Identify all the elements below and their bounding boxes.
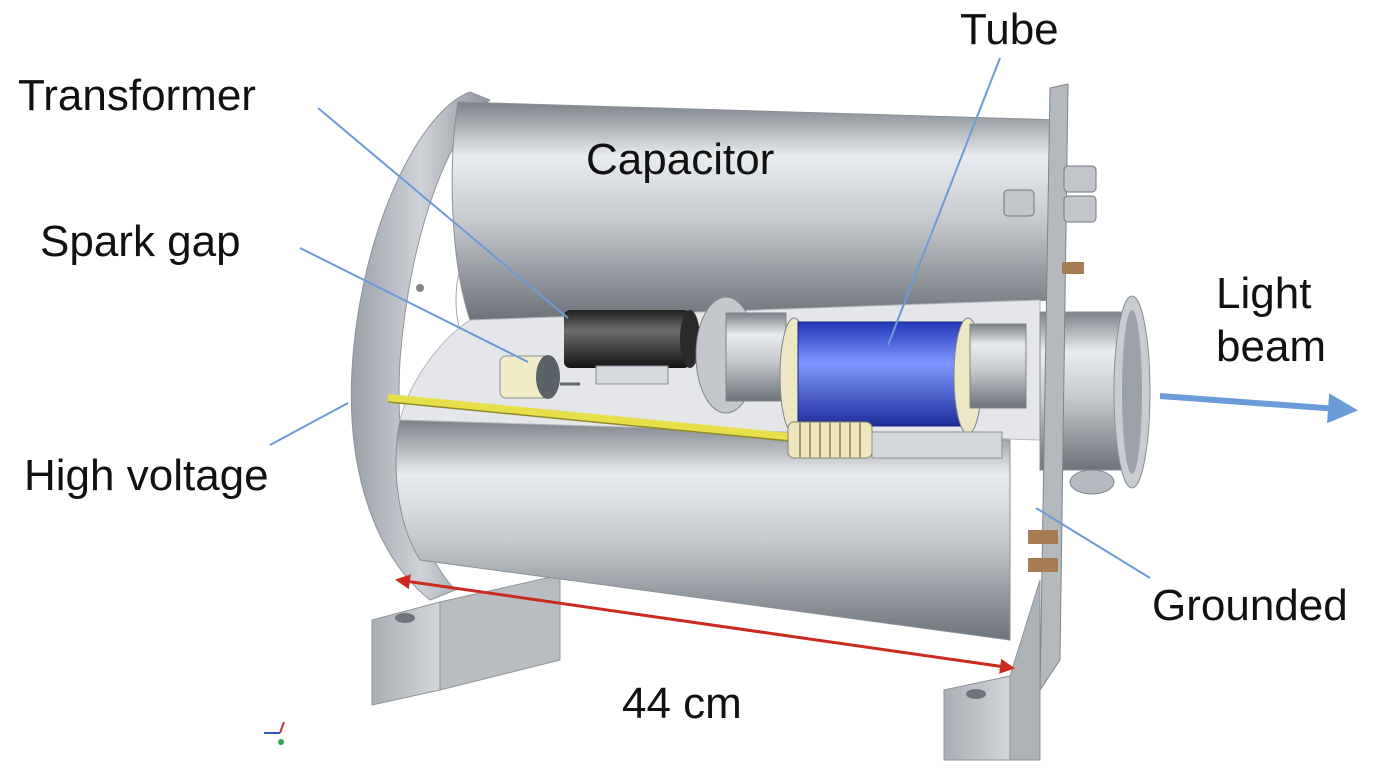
transformer-body	[564, 310, 690, 368]
label-tube: Tube	[960, 5, 1059, 54]
transformer	[564, 310, 700, 385]
label-high-voltage: High voltage	[24, 451, 269, 500]
right-base-saddle	[1009, 579, 1041, 761]
spark-gap-cap	[536, 355, 560, 399]
plate-bolt-hole	[416, 284, 424, 292]
tube-leader	[887, 57, 1001, 346]
light-beam-arrow	[1159, 393, 1358, 424]
label-light-beam: Light beam	[1216, 269, 1327, 371]
leader-lines	[269, 57, 1151, 579]
yellow-rod-edge	[387, 401, 801, 443]
right-base-hole	[966, 689, 986, 699]
spark-gap	[499, 355, 580, 399]
exit-side-fitting	[1069, 469, 1115, 495]
axis-triad-icon	[264, 721, 285, 745]
label-length: 44 cm	[622, 679, 742, 728]
spark-gap-leader	[299, 247, 529, 363]
label-transformer: Transformer	[18, 71, 256, 120]
label-spark-gap: Spark gap	[40, 217, 241, 266]
label-capacitor: Capacitor	[586, 135, 775, 184]
discharge-tube	[797, 321, 969, 427]
grounded-leader	[1035, 507, 1151, 579]
transformer-mount	[595, 365, 669, 385]
left-base-saddle	[439, 574, 561, 691]
tube-assembly	[695, 296, 1027, 435]
rod-sleeve	[871, 431, 1003, 459]
right-tube-collar	[969, 323, 1027, 409]
length-dimension-arrow	[395, 574, 1015, 674]
plate-connectors	[1003, 165, 1097, 572]
transformer-leader	[317, 107, 569, 319]
yellow-rod	[387, 394, 801, 442]
left-base-hole	[395, 613, 415, 623]
transformer-face	[680, 310, 700, 368]
high-voltage-leader	[269, 402, 349, 446]
exit-flange-inner	[1122, 310, 1142, 474]
right-base-block	[943, 675, 1011, 761]
left-tube-collar	[725, 312, 787, 402]
high-voltage-rod	[387, 394, 1003, 459]
label-grounded: Grounded	[1152, 581, 1348, 630]
coil-windings	[799, 422, 861, 458]
